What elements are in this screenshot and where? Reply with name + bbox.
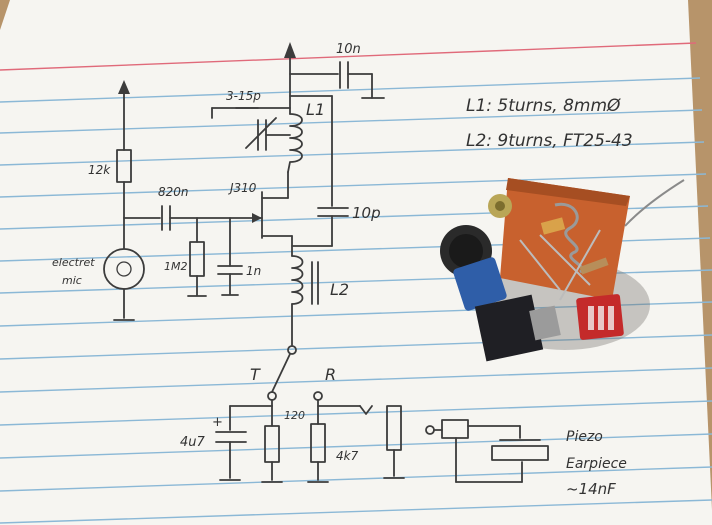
antenna-wire bbox=[624, 179, 685, 227]
label-1m2: 1M2 bbox=[164, 260, 188, 273]
label-r: R bbox=[325, 365, 336, 384]
label-electret: electret bbox=[52, 256, 95, 269]
label-mic: mic bbox=[62, 274, 82, 287]
label-1n: 1n bbox=[246, 264, 261, 278]
label-plus: + bbox=[212, 415, 223, 430]
label-j310: J310 bbox=[228, 181, 257, 195]
label-piezo: Piezo bbox=[566, 429, 603, 445]
label-10n: 10n bbox=[336, 42, 361, 57]
label-12k: 12k bbox=[88, 163, 111, 177]
coil-l1 bbox=[554, 202, 584, 274]
pcb-photo bbox=[440, 178, 685, 362]
audio-jack bbox=[474, 294, 544, 362]
label-trimmer: 3-15p bbox=[226, 89, 261, 103]
piezo-plug bbox=[441, 419, 469, 439]
switch-pivot bbox=[287, 345, 297, 355]
label-4u7: 4u7 bbox=[180, 435, 206, 450]
margin-line bbox=[0, 42, 697, 71]
label-4k7: 4k7 bbox=[336, 449, 359, 463]
note-l1: L1: 5turns, 8mmØ bbox=[466, 96, 621, 116]
label-l2: L2 bbox=[330, 280, 349, 299]
label-t: T bbox=[250, 365, 261, 384]
piezo-earpiece bbox=[491, 445, 549, 461]
pcb-board bbox=[500, 178, 630, 300]
circuit-schematic bbox=[103, 42, 549, 483]
label-10p: 10p bbox=[352, 204, 381, 222]
inductor-l2 bbox=[291, 255, 304, 305]
label-capacitance: ~14nF bbox=[566, 480, 616, 498]
blue-capacitor bbox=[453, 257, 507, 311]
label-l1: L1 bbox=[306, 100, 325, 119]
inductor-l1 bbox=[287, 113, 303, 173]
label-earpiece: Earpiece bbox=[566, 456, 627, 472]
note-l2: L2: 9turns, FT25-43 bbox=[466, 131, 633, 151]
label-120: 120 bbox=[284, 409, 305, 422]
handwritten-labels: 10n 3-15p L1 L1: 5turns, 8mmØ L2: 9turns… bbox=[52, 42, 633, 498]
label-820n: 820n bbox=[158, 185, 189, 199]
